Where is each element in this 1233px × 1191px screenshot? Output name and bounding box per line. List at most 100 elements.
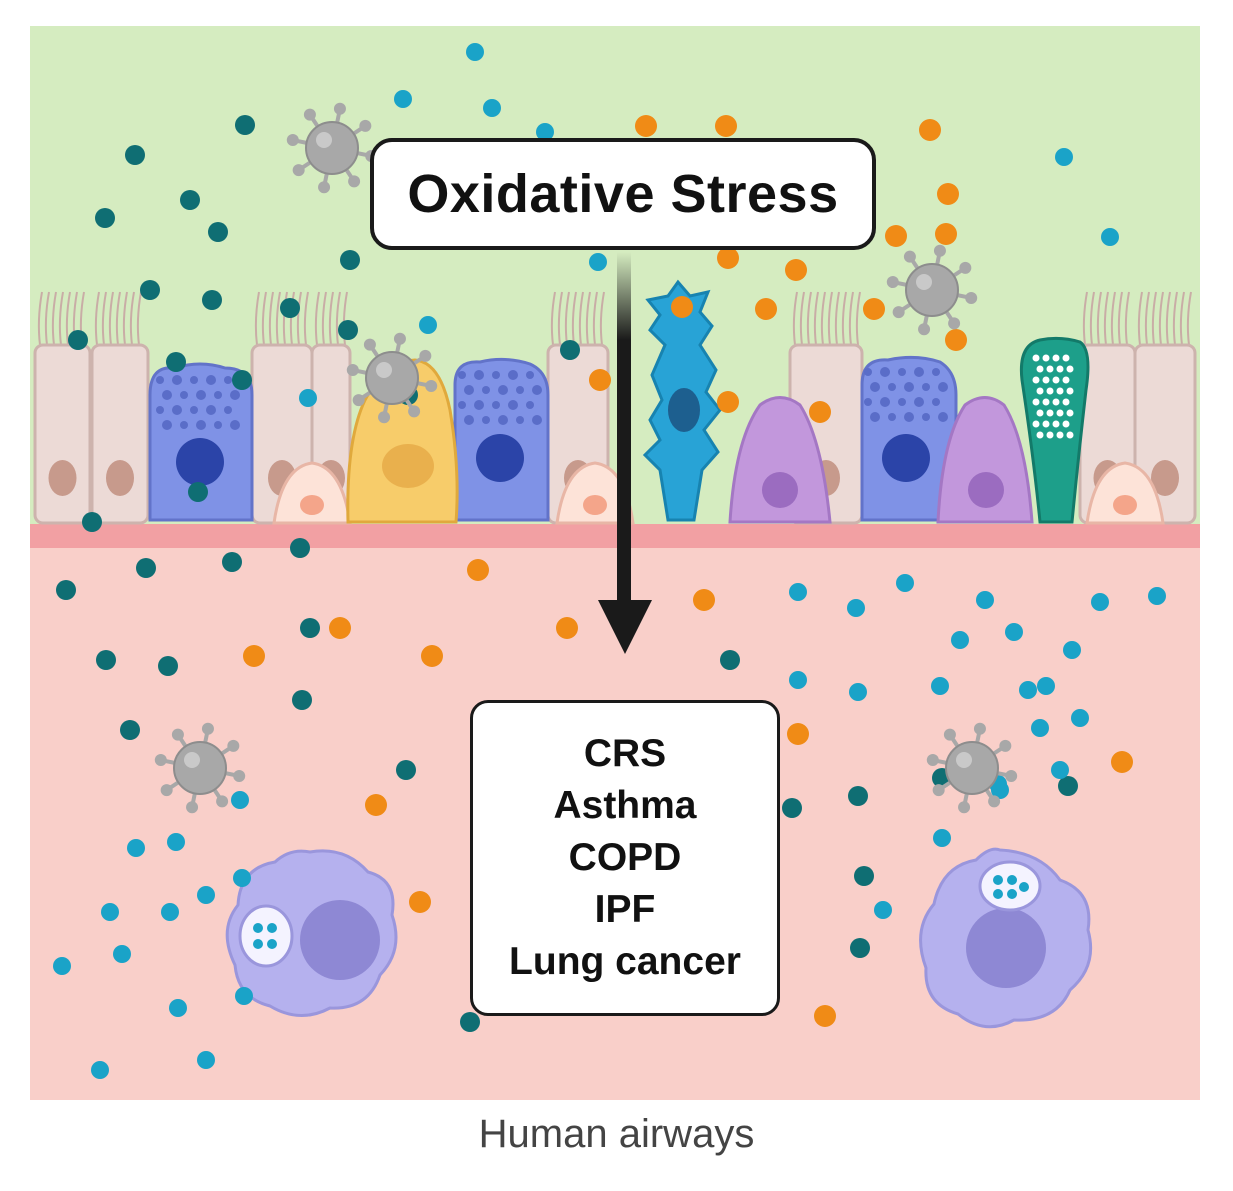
- macrophage-icon: [919, 847, 1093, 1029]
- oxidant-particle-icon: [951, 631, 969, 649]
- oxidant-particle-icon: [125, 145, 145, 165]
- oxidant-particle-icon: [365, 794, 387, 816]
- oxidant-particle-icon: [945, 329, 967, 351]
- oxidant-particle-icon: [235, 115, 255, 135]
- oxidant-particle-icon: [589, 253, 607, 271]
- club-cell-icon: [346, 358, 459, 524]
- oxidant-particle-icon: [95, 208, 115, 228]
- oxidant-particle-icon: [560, 340, 580, 360]
- oxidant-particle-icon: [460, 1012, 480, 1032]
- oxidant-particle-icon: [1101, 228, 1119, 246]
- oxidant-particle-icon: [396, 760, 416, 780]
- oxidant-particle-icon: [787, 723, 809, 745]
- oxidant-particle-icon: [167, 833, 185, 851]
- oxidant-particle-icon: [300, 618, 320, 638]
- oxidant-particle-icon: [409, 891, 431, 913]
- oxidant-particle-icon: [233, 869, 251, 887]
- disease-ipf: IPF: [594, 888, 656, 931]
- oxidant-particle-icon: [635, 115, 657, 137]
- oxidant-particle-icon: [589, 369, 611, 391]
- ciliated-cell-icon: [33, 343, 92, 525]
- oxidant-particle-icon: [68, 330, 88, 350]
- neuroendocrine-cell-icon: [642, 279, 722, 522]
- ionocyte-icon: [1019, 336, 1090, 524]
- oxidant-particle-icon: [208, 222, 228, 242]
- oxidant-particle-icon: [467, 559, 489, 581]
- oxidant-particle-icon: [536, 123, 554, 141]
- arrow-down-icon: [598, 252, 652, 654]
- oxidant-particle-icon: [96, 650, 116, 670]
- oxidant-particle-icon: [188, 482, 208, 502]
- basal-cells: [272, 461, 1165, 525]
- ionocyte-vesicles: [1032, 354, 1074, 439]
- oxidant-particle-icon: [466, 43, 484, 61]
- oxidant-particle-icon: [717, 391, 739, 413]
- oxidant-particle-icon: [1058, 776, 1078, 796]
- disease-list-box: CRS Asthma COPD IPF Lung cancer: [470, 700, 780, 1016]
- oxidant-particle-icon: [56, 580, 76, 600]
- basal-cell-icon: [1085, 461, 1165, 525]
- macrophage-icon: [225, 849, 398, 1018]
- ciliated-cell-icon: [90, 343, 150, 525]
- disease-copd: COPD: [568, 836, 682, 879]
- oxidant-particle-icon: [280, 298, 300, 318]
- oxidant-particle-icon: [556, 617, 578, 639]
- oxidant-particle-icon: [789, 671, 807, 689]
- virus-icon: [286, 102, 378, 194]
- oxidant-particle-icon: [329, 617, 351, 639]
- oxidant-particle-icon: [419, 316, 437, 334]
- oxidant-particle-icon: [290, 538, 310, 558]
- oxidant-particle-icon: [935, 223, 957, 245]
- oxidant-particle-icon: [82, 512, 102, 532]
- goblet-cell-icon: [148, 362, 254, 522]
- oxidant-particle-icon: [394, 90, 412, 108]
- oxidant-particle-icon: [1051, 761, 1069, 779]
- virus-icon: [926, 722, 1018, 814]
- virus-icon: [346, 332, 438, 424]
- oxidant-particle-icon: [1031, 719, 1049, 737]
- oxidant-particle-icon: [340, 250, 360, 270]
- oxidant-particle-icon: [235, 987, 253, 1005]
- oxidant-particle-icon: [158, 656, 178, 676]
- oxidant-particle-icon: [1091, 593, 1109, 611]
- oxidant-particle-icon: [896, 574, 914, 592]
- oxidant-particle-icon: [231, 791, 249, 809]
- oxidant-particle-icon: [180, 190, 200, 210]
- oxidant-particle-icon: [127, 839, 145, 857]
- oxidant-particle-icon: [976, 591, 994, 609]
- oxidant-particle-icon: [789, 583, 807, 601]
- oxidant-particle-icon: [1063, 641, 1081, 659]
- oxidant-particle-icon: [421, 645, 443, 667]
- oxidative-stress-title: Oxidative Stress: [407, 164, 839, 224]
- oxidant-particle-icon: [937, 183, 959, 205]
- cilia-layer: [37, 291, 1192, 346]
- disease-asthma: Asthma: [553, 784, 697, 827]
- virus-icon: [886, 244, 978, 336]
- oxidant-particle-icon: [933, 829, 951, 847]
- oxidant-particle-icon: [101, 903, 119, 921]
- basement-membrane: [30, 524, 1200, 548]
- oxidant-particle-icon: [850, 938, 870, 958]
- oxidant-particle-icon: [1071, 709, 1089, 727]
- brush-cell-icon: [936, 396, 1034, 524]
- oxidant-particle-icon: [197, 886, 215, 904]
- disease-crs: CRS: [583, 732, 667, 775]
- basal-cell-icon: [272, 461, 352, 525]
- oxidant-particle-icon: [693, 589, 715, 611]
- oxidant-particle-icon: [863, 298, 885, 320]
- oxidant-particle-icon: [717, 247, 739, 269]
- oxidant-particle-icon: [1111, 751, 1133, 773]
- oxidant-particle-icon: [169, 999, 187, 1017]
- goblet-granules: [156, 367, 948, 430]
- oxidant-particle-icon: [854, 866, 874, 886]
- oxidant-particle-icon: [136, 558, 156, 578]
- oxidant-particle-icon: [785, 259, 807, 281]
- oxidant-particles: [53, 43, 1166, 1079]
- phagocytosed-particles: [253, 875, 1029, 949]
- brush-cell-icon: [728, 396, 832, 524]
- oxidant-particle-icon: [1019, 681, 1037, 699]
- oxidant-particle-icon: [113, 945, 131, 963]
- oxidant-particle-icon: [849, 683, 867, 701]
- oxidant-particle-icon: [483, 99, 501, 117]
- oxidant-particle-icon: [197, 1051, 215, 1069]
